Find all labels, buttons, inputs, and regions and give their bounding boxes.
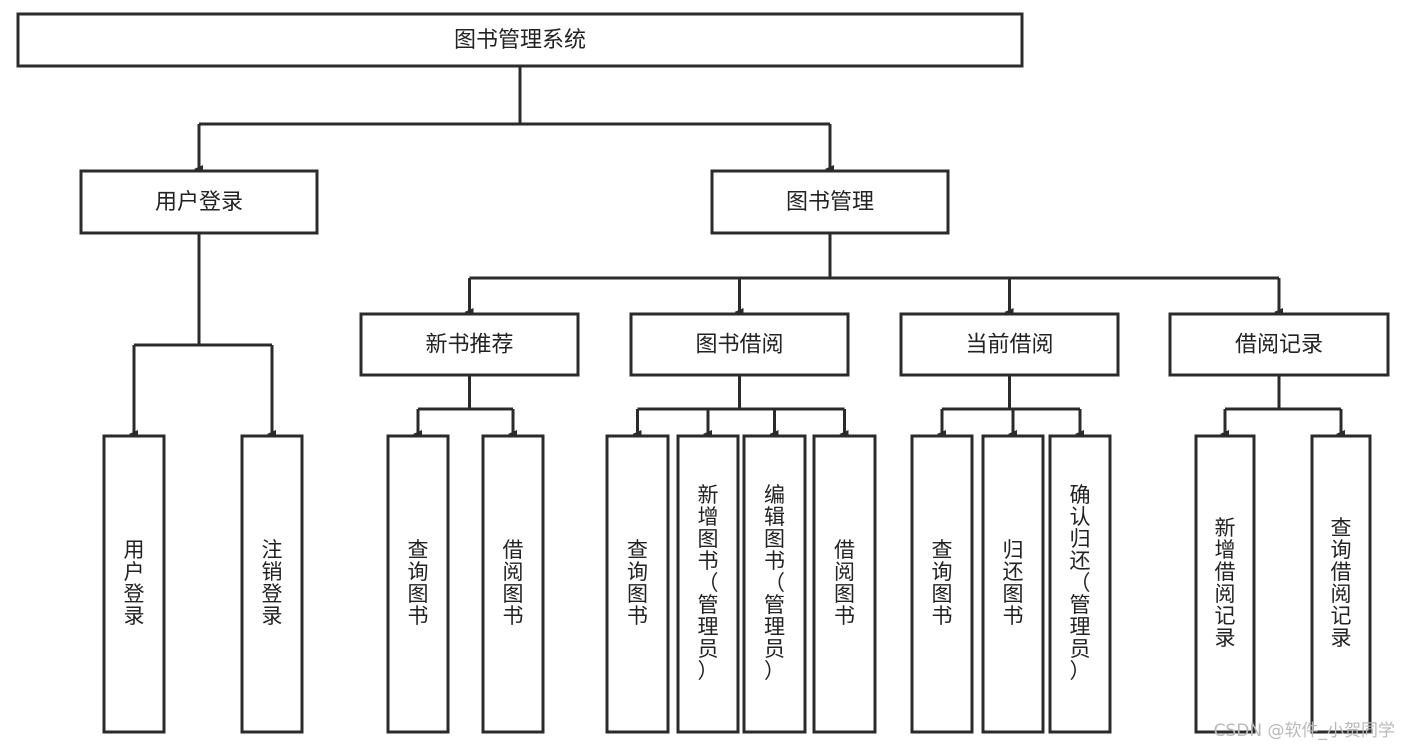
node-user-login[interactable]: 用户登录 bbox=[79, 169, 319, 235]
node-box-leaf-query-borrow-record bbox=[1310, 434, 1372, 734]
node-label-leaf-user-login: 用户登录 bbox=[124, 538, 145, 628]
node-label-leaf-query-book-3: 查询图书 bbox=[932, 538, 953, 628]
node-box-leaf-borrow-book-1 bbox=[481, 434, 545, 734]
node-leaf-add-borrow-record[interactable]: 新增借阅记录 bbox=[1194, 434, 1256, 734]
node-box-leaf-user-login bbox=[102, 434, 166, 734]
node-box-leaf-borrow-book-2 bbox=[812, 434, 877, 734]
node-box-leaf-query-book-1 bbox=[386, 434, 450, 734]
node-label-current-borrow: 当前借阅 bbox=[965, 333, 1053, 358]
node-label-leaf-query-borrow-record: 查询借阅记录 bbox=[1331, 516, 1352, 650]
node-box-leaf-confirm-return-admin bbox=[1048, 434, 1112, 734]
node-leaf-borrow-book-1[interactable]: 借阅图书 bbox=[481, 434, 545, 734]
node-leaf-confirm-return-admin[interactable]: 确认归还（管理员） bbox=[1048, 434, 1112, 734]
node-label-root: 图书管理系统 bbox=[454, 28, 586, 53]
node-box-current-borrow bbox=[899, 312, 1120, 377]
node-box-borrow-record bbox=[1168, 312, 1390, 377]
node-box-leaf-add-borrow-record bbox=[1194, 434, 1256, 734]
node-box-book-borrow bbox=[629, 312, 850, 377]
node-label-book-manage: 图书管理 bbox=[786, 190, 874, 215]
node-borrow-record[interactable]: 借阅记录 bbox=[1168, 312, 1390, 377]
node-label-leaf-add-borrow-record: 新增借阅记录 bbox=[1215, 516, 1236, 650]
node-box-user-login bbox=[79, 169, 319, 235]
node-label-leaf-confirm-return-admin: 确认归还（管理员） bbox=[1070, 483, 1091, 683]
node-box-leaf-logout bbox=[240, 434, 304, 734]
node-label-leaf-borrow-book-2: 借阅图书 bbox=[834, 538, 855, 628]
node-leaf-query-book-2[interactable]: 查询图书 bbox=[605, 434, 670, 734]
node-leaf-query-borrow-record[interactable]: 查询借阅记录 bbox=[1310, 434, 1372, 734]
node-leaf-logout[interactable]: 注销登录 bbox=[240, 434, 304, 734]
node-label-leaf-query-book-2: 查询图书 bbox=[627, 538, 648, 628]
node-label-leaf-query-book-1: 查询图书 bbox=[408, 538, 429, 628]
node-label-leaf-borrow-book-1: 借阅图书 bbox=[503, 538, 524, 628]
node-box-leaf-return-book bbox=[981, 434, 1045, 734]
node-leaf-user-login[interactable]: 用户登录 bbox=[102, 434, 166, 734]
node-book-manage[interactable]: 图书管理 bbox=[710, 169, 950, 235]
edge-group-book-borrow bbox=[632, 375, 849, 438]
node-label-leaf-return-book: 归还图书 bbox=[1003, 538, 1024, 628]
node-label-leaf-logout: 注销登录 bbox=[262, 538, 283, 628]
node-box-leaf-query-book-3 bbox=[910, 434, 974, 734]
node-box-book-manage bbox=[710, 169, 950, 235]
node-current-borrow[interactable]: 当前借阅 bbox=[899, 312, 1120, 377]
edge-group-book-manage bbox=[464, 233, 1283, 316]
edge-group-current-borrow bbox=[937, 375, 1084, 438]
edge-group-new-book-rec bbox=[413, 375, 517, 438]
edge-group-user-login bbox=[129, 233, 276, 438]
node-box-leaf-query-book-2 bbox=[605, 434, 670, 734]
node-box-leaf-add-book-admin bbox=[676, 434, 740, 734]
node-label-leaf-edit-book-admin: 编辑图书（管理员） bbox=[764, 483, 785, 683]
node-new-book-rec[interactable]: 新书推荐 bbox=[359, 312, 580, 377]
node-root[interactable]: 图书管理系统 bbox=[16, 12, 1024, 68]
node-label-borrow-record: 借阅记录 bbox=[1235, 333, 1323, 358]
node-leaf-edit-book-admin[interactable]: 编辑图书（管理员） bbox=[742, 434, 807, 734]
node-leaf-borrow-book-2[interactable]: 借阅图书 bbox=[812, 434, 877, 734]
node-leaf-return-book[interactable]: 归还图书 bbox=[981, 434, 1045, 734]
edge-group-borrow-record bbox=[1220, 375, 1345, 438]
node-leaf-add-book-admin[interactable]: 新增图书（管理员） bbox=[676, 434, 740, 734]
node-label-new-book-rec: 新书推荐 bbox=[425, 333, 513, 358]
node-label-leaf-add-book-admin: 新增图书（管理员） bbox=[698, 483, 719, 683]
edges-layer bbox=[129, 66, 1345, 438]
node-box-root bbox=[16, 12, 1024, 68]
node-book-borrow[interactable]: 图书借阅 bbox=[629, 312, 850, 377]
edge-group-root bbox=[194, 66, 834, 173]
csdn-watermark: CSDN @软件_小贺同学 bbox=[1213, 721, 1395, 741]
node-label-user-login: 用户登录 bbox=[155, 190, 243, 215]
node-box-leaf-edit-book-admin bbox=[742, 434, 807, 734]
node-box-new-book-rec bbox=[359, 312, 580, 377]
node-leaf-query-book-3[interactable]: 查询图书 bbox=[910, 434, 974, 734]
node-leaf-query-book-1[interactable]: 查询图书 bbox=[386, 434, 450, 734]
nodes-layer: 图书管理系统用户登录图书管理新书推荐图书借阅当前借阅借阅记录用户登录注销登录查询… bbox=[16, 12, 1390, 734]
node-label-book-borrow: 图书借阅 bbox=[695, 333, 783, 358]
